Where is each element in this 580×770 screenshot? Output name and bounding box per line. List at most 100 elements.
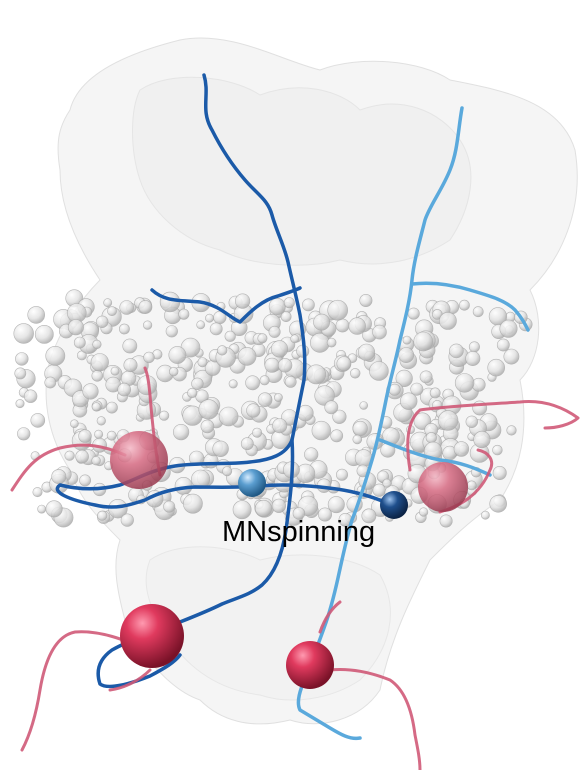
- membrane-bead: [335, 468, 348, 481]
- membrane-bead: [259, 375, 270, 386]
- membrane-bead: [67, 319, 84, 336]
- red-sphere-icon: [110, 431, 168, 489]
- membrane-bead: [198, 399, 219, 420]
- membrane-bead: [487, 358, 506, 377]
- red-sphere-icon: [120, 604, 184, 668]
- membrane-bead: [245, 375, 260, 391]
- membrane-bead: [15, 399, 25, 409]
- membrane-bead: [173, 424, 190, 441]
- membrane-bead: [82, 383, 99, 400]
- membrane-bead: [237, 347, 257, 366]
- membrane-bead: [255, 499, 273, 517]
- membrane-bead: [382, 478, 392, 488]
- membrane-bead: [472, 306, 484, 318]
- membrane-bead: [290, 334, 300, 344]
- membrane-bead: [212, 440, 229, 457]
- membrane-bead: [91, 456, 101, 466]
- membrane-bead: [30, 413, 46, 428]
- membrane-bead: [90, 353, 109, 372]
- membrane-bead: [143, 351, 155, 364]
- membrane-bead: [91, 369, 104, 382]
- membrane-bead: [398, 347, 415, 363]
- membrane-bead: [119, 300, 134, 315]
- membrane-bead: [336, 356, 352, 372]
- membrane-bead: [187, 387, 198, 399]
- membrane-bead: [350, 368, 361, 379]
- membrane-bead: [51, 469, 67, 485]
- membrane-bead: [218, 406, 239, 427]
- membrane-bead: [122, 338, 138, 354]
- membrane-bead: [465, 415, 478, 428]
- membrane-bead: [496, 338, 510, 352]
- membrane-bead: [304, 447, 319, 462]
- membrane-bead: [492, 465, 507, 480]
- membrane-bead: [117, 382, 131, 397]
- membrane-bead: [32, 487, 43, 498]
- membrane-bead: [359, 293, 373, 307]
- membrane-bead: [429, 387, 441, 399]
- membrane-bead: [75, 449, 89, 464]
- membrane-bead: [235, 293, 251, 309]
- membrane-bead: [499, 319, 518, 338]
- membrane-bead: [217, 345, 228, 356]
- membrane-bead: [107, 306, 117, 316]
- membrane-bead: [73, 336, 86, 349]
- membrane-bead: [252, 427, 263, 438]
- membrane-bead: [272, 418, 288, 434]
- blue-sphere-icon: [380, 491, 408, 519]
- membrane-bead: [400, 392, 418, 410]
- membrane-bead: [168, 346, 187, 364]
- chain-red: [10, 366, 580, 770]
- membrane-bead: [395, 369, 413, 388]
- membrane-bead: [361, 508, 377, 524]
- membrane-bead: [419, 370, 433, 384]
- membrane-bead: [332, 409, 347, 424]
- membrane-bead: [410, 382, 424, 396]
- membrane-bead: [264, 357, 280, 373]
- membrane-bead: [311, 420, 331, 441]
- membrane-bead: [317, 507, 332, 522]
- membrane-bead: [15, 352, 29, 366]
- membrane-bead: [165, 325, 178, 338]
- membrane-bead: [506, 425, 517, 436]
- membrane-bead: [438, 311, 457, 330]
- membrane-bead: [240, 437, 254, 451]
- membrane-bead: [96, 416, 106, 426]
- membrane-bead: [473, 430, 491, 449]
- membrane-bead: [271, 498, 287, 513]
- membrane-bead: [92, 339, 102, 350]
- membrane-bead: [503, 348, 520, 365]
- membrane-bead: [13, 323, 34, 344]
- membrane-bead: [178, 308, 190, 320]
- membrane-bead: [106, 430, 117, 441]
- blue-sphere-icon: [238, 469, 266, 497]
- membrane-bead: [270, 340, 289, 358]
- membrane-bead: [330, 429, 344, 443]
- membrane-bead: [191, 377, 204, 390]
- membrane-bead: [313, 313, 331, 331]
- membrane-bead: [402, 335, 412, 345]
- membrane-bead: [326, 337, 337, 348]
- membrane-bead: [159, 410, 170, 421]
- membrane-bead: [27, 306, 46, 324]
- membrane-bead: [110, 366, 120, 376]
- membrane-bead: [458, 299, 470, 311]
- membrane-bead: [419, 507, 429, 517]
- membrane-bead: [209, 322, 223, 336]
- membrane-bead: [228, 379, 238, 389]
- membrane-bead: [138, 300, 153, 314]
- membrane-bead: [273, 393, 283, 402]
- membrane-bead: [327, 299, 349, 321]
- membrane-bead: [352, 420, 368, 437]
- membrane-bead: [44, 376, 57, 389]
- membrane-bead: [468, 341, 480, 353]
- membrane-bead: [280, 311, 292, 322]
- membrane-bead: [14, 367, 27, 380]
- membrane-bead: [453, 441, 470, 457]
- membrane-bead: [159, 291, 181, 313]
- membrane-bead: [284, 375, 297, 388]
- membrane-bead: [64, 450, 75, 461]
- membrane-bead: [205, 313, 214, 323]
